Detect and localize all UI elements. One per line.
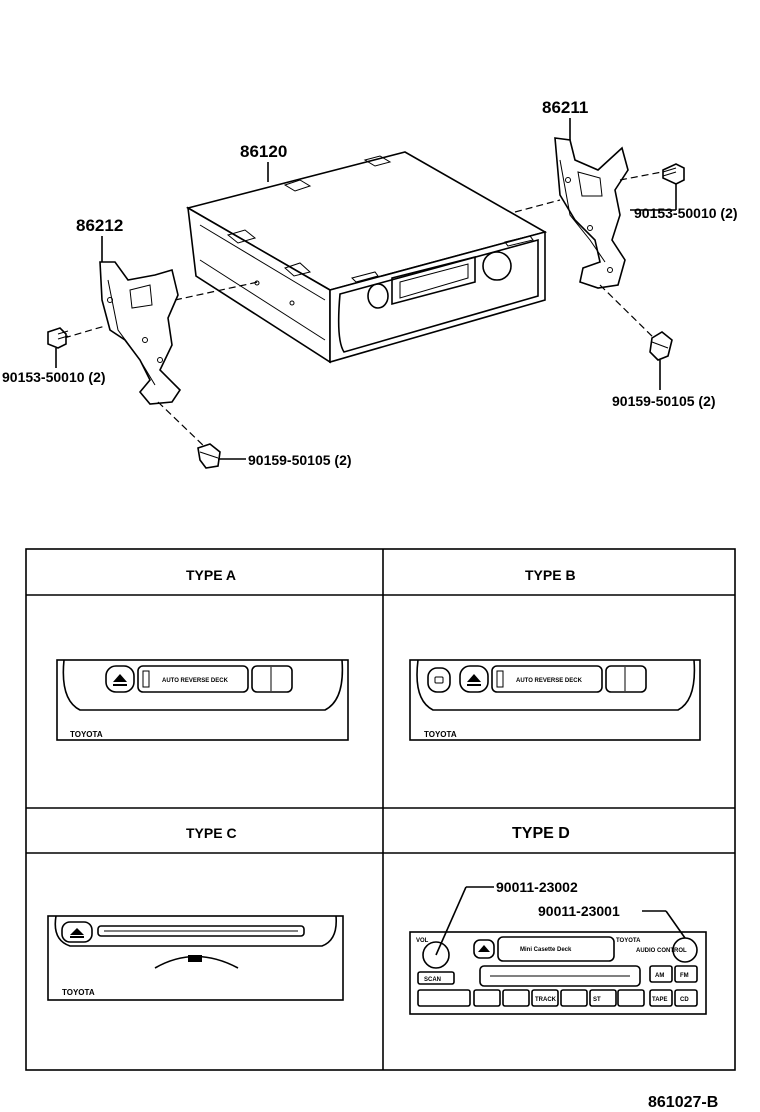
type-b-label: TYPE B <box>525 567 576 583</box>
eject-icon <box>70 928 84 935</box>
type-c-brand: TOYOTA <box>62 988 95 997</box>
type-d-button-track: TRACK <box>535 997 557 1003</box>
knob-right-leader <box>665 910 686 939</box>
type-d-faceplate: VOL Mini Casette Deck TOYOTA AUDIO CONTR… <box>409 931 707 1015</box>
unit-part-label: 86120 <box>240 142 287 161</box>
type-d-knob-right-part: 90011-23001 <box>538 903 620 919</box>
type-table <box>25 548 736 1071</box>
type-d-brand: TOYOTA <box>616 938 641 944</box>
type-a-faceplate: AUTO REVERSE DECK TOYOTA <box>56 659 349 741</box>
type-b-faceplate: AUTO REVERSE DECK TOYOTA <box>409 659 701 741</box>
type-a-deck-text: AUTO REVERSE DECK <box>162 678 229 684</box>
screw-icon <box>662 163 685 185</box>
eject-icon <box>113 674 127 682</box>
type-a-label: TYPE A <box>186 567 236 583</box>
bracket-left <box>99 261 182 405</box>
screw-icon <box>47 327 69 349</box>
bracket-right <box>554 137 629 289</box>
type-d-knob-left-part: 90011-23002 <box>496 879 578 895</box>
eject-icon <box>467 674 481 682</box>
type-b-brand: TOYOTA <box>424 730 457 739</box>
eject-icon <box>478 945 490 952</box>
type-c-faceplate: TOYOTA <box>47 915 344 1001</box>
type-d-button-cd: CD <box>680 997 689 1003</box>
type-d-knob-right-caption: AUDIO CONTROL <box>636 948 687 954</box>
mount-line-right <box>514 199 561 213</box>
type-d-button-st: ST <box>593 997 601 1003</box>
figure-code: 861027-B <box>648 1094 718 1111</box>
type-d-knob-left-caption: VOL <box>416 938 429 944</box>
bracket-left-part-label: 86212 <box>76 216 123 235</box>
bolt-icon <box>197 443 221 469</box>
type-a-brand: TOYOTA <box>70 730 103 739</box>
bolt-left-part-label: 90159-50105 (2) <box>248 452 352 468</box>
screw-right-part-label: 90153-50010 (2) <box>634 205 738 221</box>
type-d-button-fm: FM <box>680 973 689 979</box>
bolt-icon <box>649 331 673 361</box>
type-b-deck-text: AUTO REVERSE DECK <box>516 678 583 684</box>
knob-left-leader <box>435 886 467 956</box>
screw-left-part-label: 90153-50010 (2) <box>2 369 106 385</box>
type-d-label: TYPE D <box>512 825 570 842</box>
bolt-line-right <box>599 284 659 343</box>
type-d-button-scan: SCAN <box>424 977 441 983</box>
mount-line-left <box>174 281 259 301</box>
knob-icon <box>422 941 450 969</box>
type-c-label: TYPE C <box>186 825 237 841</box>
screw-line-right <box>619 171 663 181</box>
type-d-button-tape: TAPE <box>652 997 668 1003</box>
radio-unit-body <box>185 151 548 364</box>
bracket-right-part-label: 86211 <box>542 98 588 117</box>
screw-line-left <box>63 325 106 339</box>
bolt-right-part-label: 90159-50105 (2) <box>612 393 716 409</box>
bolt-line-left <box>157 401 209 451</box>
type-d-button-am: AM <box>655 973 664 979</box>
type-d-deck-text: Mini Casette Deck <box>520 947 572 953</box>
